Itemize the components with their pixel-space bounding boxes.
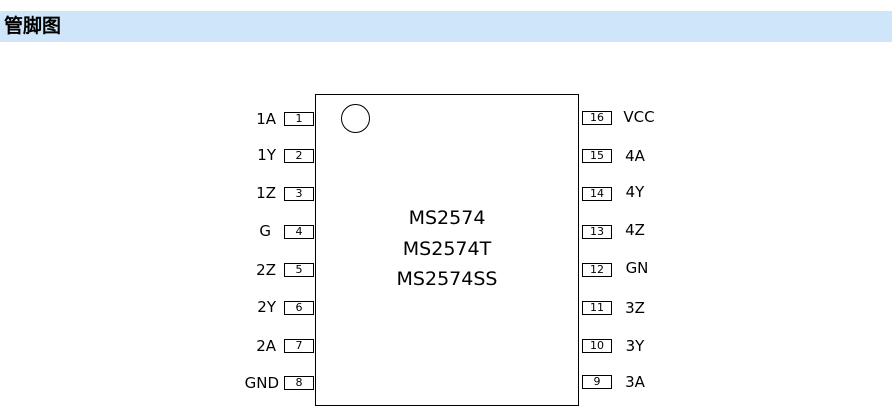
- pin-label-15: 4A: [625, 147, 645, 165]
- chip-name-1: MS2574: [408, 207, 486, 229]
- pin-label-9: 3A: [625, 373, 645, 391]
- chip-name-2: MS2574T: [402, 238, 492, 260]
- pin-number-16: 16: [582, 111, 612, 125]
- pin-label-11: 3Z: [625, 299, 645, 317]
- pin-label-13: 4Z: [625, 221, 645, 239]
- pin-label-2: 1Y: [257, 146, 276, 164]
- pin-number-7: 7: [284, 339, 314, 353]
- chip-name-3: MS2574SS: [396, 268, 498, 290]
- pin-label-7: 2A: [256, 337, 276, 355]
- pin-label-14: 4Y: [625, 183, 645, 201]
- pin-label-12: GN: [625, 259, 649, 277]
- pin-label-1: 1A: [256, 110, 276, 128]
- pin-number-10: 10: [582, 339, 612, 353]
- pin-label-6: 2Y: [257, 298, 276, 316]
- chip-body: [315, 94, 579, 406]
- pin-number-9: 9: [582, 375, 612, 389]
- section-header: 管脚图: [0, 11, 892, 42]
- pin-number-5: 5: [284, 263, 314, 277]
- pin-number-3: 3: [284, 187, 314, 201]
- pin-label-8: GND: [244, 374, 279, 392]
- pin-label-10: 3Y: [625, 337, 645, 355]
- pin-number-14: 14: [582, 187, 612, 201]
- pin1-marker: [341, 104, 370, 133]
- section-title: 管脚图: [4, 15, 62, 37]
- pin-number-4: 4: [284, 225, 314, 239]
- pin-number-15: 15: [582, 149, 612, 163]
- pin-label-3: 1Z: [256, 184, 276, 202]
- pin-label-5: 2Z: [256, 261, 276, 279]
- pin-number-13: 13: [582, 225, 612, 239]
- pin-number-1: 1: [284, 112, 314, 126]
- pin-number-11: 11: [582, 301, 612, 315]
- pin-number-2: 2: [284, 149, 314, 163]
- pin-number-6: 6: [284, 301, 314, 315]
- pin-label-16: VCC: [623, 108, 655, 126]
- pin-label-4: G: [259, 222, 271, 240]
- pin-number-8: 8: [284, 376, 314, 390]
- pin-number-12: 12: [582, 263, 612, 277]
